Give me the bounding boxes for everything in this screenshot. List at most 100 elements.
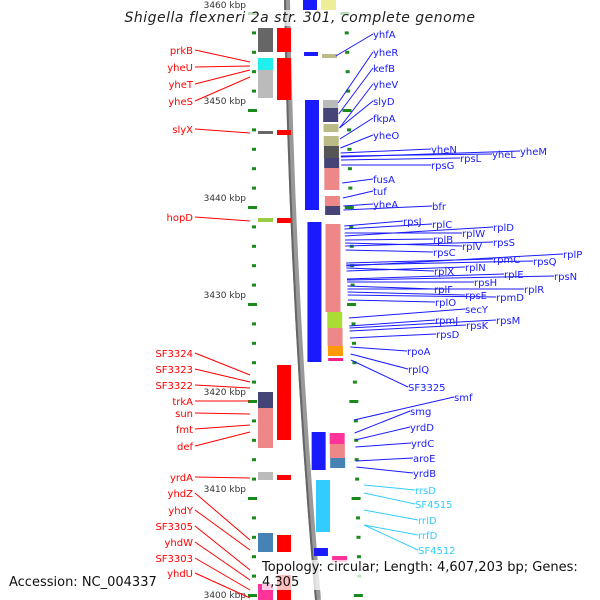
reverse-gene-arrow — [303, 0, 317, 10]
tick-left — [252, 186, 256, 190]
gene-box — [329, 433, 345, 444]
gene-label: slyD — [373, 97, 395, 108]
label-leader-line — [194, 431, 251, 447]
label-leader-line — [194, 572, 251, 599]
forward-gene-arrow — [277, 218, 291, 223]
gene-label: rpsL — [460, 154, 482, 165]
gene-label: SF3322 — [155, 381, 193, 392]
tick-right — [347, 167, 352, 171]
gene-box — [327, 312, 343, 328]
label-leader-line — [349, 319, 497, 329]
gene-label: fusA — [373, 175, 395, 186]
gene-label: rpsD — [436, 330, 460, 341]
reverse-gene-arrow — [311, 432, 326, 470]
tick-left — [252, 438, 256, 442]
tick-right — [352, 380, 357, 384]
tick-right — [353, 594, 363, 597]
gene-label: rpsM — [496, 316, 520, 327]
gene-box — [324, 196, 340, 206]
tick-left — [252, 361, 256, 365]
gene-label: yheR — [373, 48, 398, 59]
accession-text: Accession: NC_004337 — [9, 575, 157, 590]
gene-label: rplR — [524, 285, 544, 296]
gene-box — [329, 444, 345, 458]
label-leader-line — [348, 308, 466, 319]
label-leader-line — [347, 294, 497, 298]
label-leader-line — [338, 67, 374, 115]
gene-label: yrdD — [410, 423, 434, 434]
label-leader-line — [363, 484, 416, 491]
gene-label: fmt — [176, 425, 193, 436]
gene-label: yheA — [373, 200, 398, 211]
tick-right — [348, 186, 353, 190]
gene-label: SF3303 — [155, 554, 193, 565]
tick-left — [248, 594, 257, 597]
gene-label: rpsC — [433, 248, 456, 259]
gene-label: rpsK — [466, 321, 489, 332]
tick-left — [252, 283, 256, 287]
tick-right — [353, 419, 358, 423]
gene-box — [258, 70, 273, 98]
tick-left — [252, 50, 256, 54]
tick-left — [252, 419, 256, 423]
tick-left — [252, 458, 256, 462]
gene-label: rpmJ — [435, 316, 458, 327]
label-leader-line — [340, 148, 432, 154]
tick-right — [354, 458, 359, 462]
gene-box — [258, 218, 273, 222]
forward-gene-arrow — [277, 365, 291, 440]
gene-label: rplO — [435, 298, 456, 309]
rna-gene-label: rrfD — [418, 531, 438, 542]
tick-left — [248, 400, 257, 403]
label-leader-line — [363, 509, 419, 521]
forward-gene-arrow — [277, 475, 291, 480]
label-leader-line — [337, 51, 374, 104]
tick-left — [252, 147, 256, 151]
label-leader-line — [343, 205, 433, 211]
gene-label: prkB — [170, 46, 193, 57]
gene-label: SF3324 — [155, 349, 193, 360]
gene-label: SF3305 — [155, 522, 193, 533]
tick-right — [347, 147, 352, 151]
label-leader-line — [194, 557, 251, 591]
gene-label: kefB — [373, 64, 395, 75]
label-leader-line — [194, 476, 251, 479]
gene-box — [327, 328, 343, 346]
gene-box — [321, 0, 336, 10]
gene-box — [258, 28, 273, 52]
tick-left — [252, 322, 256, 326]
label-leader-line — [194, 509, 251, 551]
gene-label: aroE — [413, 454, 435, 465]
gene-label: rplV — [462, 242, 482, 253]
gene-label: tuf — [373, 187, 387, 198]
tick-left — [252, 535, 256, 539]
tick-left — [252, 244, 256, 248]
label-leader-line — [346, 275, 555, 281]
tick-right — [346, 128, 351, 132]
scale-label: 3460 kbp — [204, 1, 247, 11]
tick-right — [355, 477, 360, 481]
tick-right — [351, 497, 361, 500]
forward-gene-arrow — [277, 535, 291, 552]
gene-box — [325, 206, 341, 215]
label-leader-line — [345, 241, 494, 247]
label-leader-line — [194, 368, 251, 383]
label-leader-line — [354, 426, 411, 441]
label-leader-line — [344, 220, 404, 227]
label-leader-line — [349, 333, 437, 339]
tick-left — [252, 225, 256, 229]
tick-left — [252, 264, 256, 268]
tick-right — [356, 535, 361, 539]
label-leader-line — [194, 492, 251, 541]
gene-label: yhfA — [373, 30, 396, 41]
label-leader-line — [194, 541, 251, 581]
reverse-gene-arrow — [307, 222, 322, 362]
tick-right — [344, 31, 349, 35]
tick-right — [349, 225, 354, 229]
gene-box — [332, 556, 348, 562]
gene-label: rplX — [434, 267, 454, 278]
gene-label: rplE — [504, 270, 524, 281]
label-leader-line — [363, 524, 419, 536]
gene-label: yrdA — [170, 473, 193, 484]
